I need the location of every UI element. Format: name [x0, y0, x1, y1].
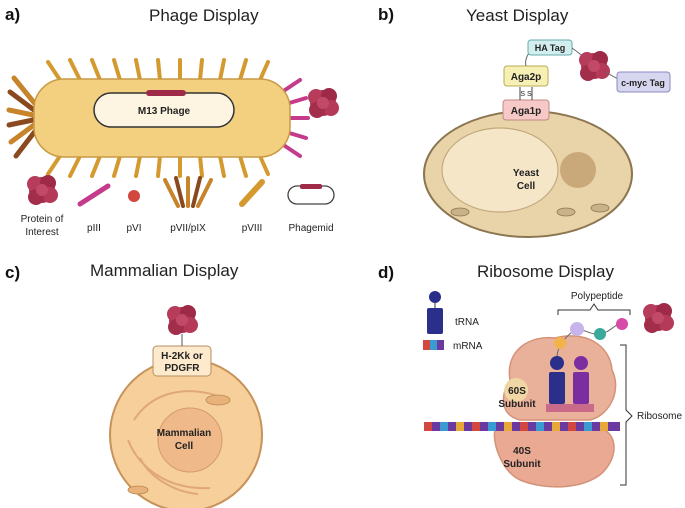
legend-phagemid-label: Phagemid	[288, 223, 333, 234]
er-line-1	[133, 390, 216, 421]
pvii-pix-spikes	[6, 75, 39, 159]
mammalian-protein-icon	[167, 305, 198, 335]
cmyc-tag-box	[616, 71, 671, 93]
trna-label: tRNA	[455, 317, 479, 328]
trna-2-ball	[574, 356, 588, 370]
pviii-spikes	[46, 58, 270, 178]
yeast-nucleus	[560, 152, 596, 188]
mrna-seg-7	[520, 422, 528, 431]
panel-c-letter: c)	[5, 263, 20, 282]
polypeptide-label: Polypeptide	[571, 291, 624, 302]
mrna-label: mRNA	[453, 341, 483, 352]
ribosome-bracket	[620, 344, 633, 486]
yeast-cell-label-2: Cell	[517, 181, 536, 192]
ribosome-trna-2	[573, 372, 589, 404]
cmyc-tag-label: c-myc Tag	[621, 78, 665, 88]
ribosome-label: Ribosome	[637, 411, 682, 422]
legend-piii-icon	[77, 183, 111, 207]
legend-pvi-icon	[128, 190, 140, 202]
mrna-legend-1	[423, 340, 430, 350]
legend-pvii-pix-icon	[163, 176, 213, 208]
panel-c: c) Mammalian Display Mammalian Cell H-2K…	[5, 261, 263, 508]
mrna-seg-11	[584, 422, 592, 431]
phage-legend: Protein of Interest pIII pVI pVII/pIX pV…	[21, 175, 335, 238]
trna-icon	[427, 308, 443, 334]
mrna-seg-12	[600, 422, 608, 431]
disulfide-label: S S	[520, 91, 532, 98]
ha-tag-label: HA Tag	[535, 43, 566, 53]
legend-protein-icon	[27, 175, 58, 205]
ribosome-40s	[493, 427, 615, 488]
mrna-seg-8	[536, 422, 544, 431]
mrna-legend-3	[437, 340, 444, 350]
phagemid-insert	[146, 90, 186, 96]
sub60-label-1: 60S	[508, 386, 526, 397]
mrna-seg-5	[488, 422, 496, 431]
panel-c-title: Mammalian Display	[90, 261, 239, 280]
aa-4	[616, 318, 628, 330]
sub40-label-2: Subunit	[503, 459, 541, 470]
mammalian-cell-label-1: Mammalian	[157, 428, 211, 439]
mammalian-nucleus	[157, 407, 223, 473]
panel-b: b) Yeast Display Yeast Cell Aga1p S S Ag…	[378, 5, 671, 238]
er-line-2	[127, 439, 211, 490]
anchor-label-1: H-2Kk or	[161, 351, 203, 362]
aa-2	[570, 322, 584, 336]
protein-icon	[308, 88, 339, 118]
mito-2	[127, 485, 149, 495]
mrna-legend-2	[430, 340, 437, 350]
trna-legend-ball	[429, 291, 441, 303]
mrna-seg-4	[472, 422, 480, 431]
sub40-label-1: 40S	[513, 446, 531, 457]
legend-phagemid-insert	[300, 184, 322, 189]
panel-d-letter: d)	[378, 263, 394, 282]
mito-1	[205, 394, 231, 406]
yeast-vacuole	[441, 127, 559, 213]
yeast-organelle-1	[450, 207, 470, 217]
polypeptide-bracket	[557, 303, 631, 315]
panel-d-title: Ribosome Display	[477, 262, 614, 281]
mrna-seg-3	[456, 422, 464, 431]
mrna-seg-1	[424, 422, 432, 431]
legend-pviii-label: pVIII	[242, 223, 263, 234]
aga1p-box	[502, 99, 550, 121]
legend-pviii-icon	[239, 179, 265, 207]
aga1p-label: Aga1p	[511, 106, 542, 117]
anchor-label-2: PDGFR	[165, 363, 201, 374]
panel-a-title: Phage Display	[149, 6, 259, 25]
yeast-cell-label-1: Yeast	[513, 168, 540, 179]
ribosome-highlight	[504, 378, 528, 402]
aa-1	[554, 337, 566, 349]
ribosome-trna-1	[549, 372, 565, 404]
mrna-seg-2	[440, 422, 448, 431]
mrna-strand	[424, 422, 620, 431]
phage-label: M13 Phage	[138, 106, 191, 117]
mrna-seg-10	[568, 422, 576, 431]
ha-tag-box	[527, 39, 573, 56]
aa-3	[594, 328, 606, 340]
er-line-3	[139, 457, 199, 495]
sub60-label-2: Subunit	[498, 399, 536, 410]
legend-protein-label-2: Interest	[25, 227, 59, 238]
legend-pvi-label: pVI	[126, 223, 141, 234]
yeast-protein-icon	[579, 51, 610, 81]
legend-protein-label-1: Protein of	[21, 214, 64, 225]
panel-a: a) Phage Display	[5, 5, 339, 238]
mammalian-cell-label-2: Cell	[175, 441, 194, 452]
yeast-organelle-2	[556, 207, 576, 217]
codon-strip	[546, 404, 594, 412]
ribosome-protein-icon	[643, 303, 674, 333]
panel-d: d) Ribosome Display tRNA mRNA 60S Subuni…	[378, 262, 682, 488]
panel-b-title: Yeast Display	[466, 6, 569, 25]
panel-a-letter: a)	[5, 5, 20, 24]
panel-b-letter: b)	[378, 5, 394, 24]
trna-1-ball	[550, 356, 564, 370]
yeast-organelle-3	[590, 203, 610, 213]
mrna-seg-9	[552, 422, 560, 431]
legend-piii-label: pIII	[87, 223, 101, 234]
aga2p-label: Aga2p	[511, 72, 542, 83]
legend-pvii-pix-label: pVII/pIX	[170, 223, 206, 234]
mrna-seg-6	[504, 422, 512, 431]
